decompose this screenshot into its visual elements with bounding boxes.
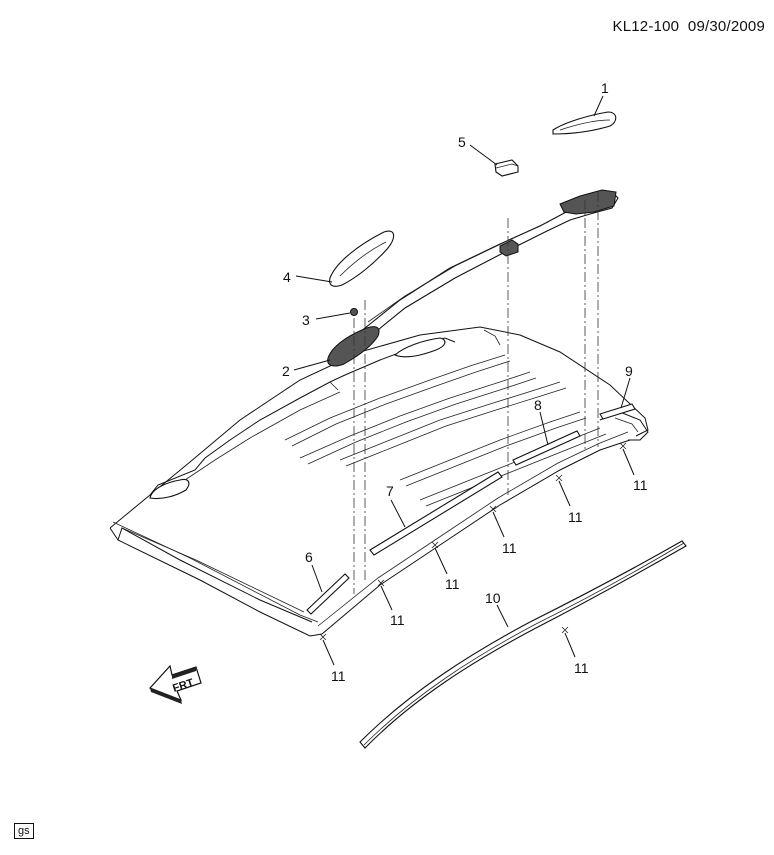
front-end-cover [329, 230, 395, 287]
callout-4: 4 [283, 269, 291, 285]
callout-10: 10 [485, 590, 501, 606]
callout-7: 7 [386, 483, 394, 499]
alignment-lines [353, 192, 599, 594]
fastener-points [319, 442, 627, 641]
roof-rail [327, 189, 619, 367]
callout-9: 9 [625, 363, 633, 379]
callout-11-c: 11 [445, 576, 460, 592]
callout-11-g: 11 [574, 660, 589, 676]
callout-6: 6 [305, 549, 313, 565]
callout-11-front: 11 [331, 668, 346, 684]
rear-short-molding [599, 403, 636, 420]
callout-labels: 1 5 4 3 2 6 7 8 9 10 11 11 11 11 11 11 1… [282, 80, 648, 684]
footer-tag: gs [14, 823, 34, 839]
front-short-molding [306, 573, 350, 615]
callout-2: 2 [282, 363, 290, 379]
callout-11-f: 11 [633, 477, 648, 493]
leader-lines [293, 95, 635, 666]
front-direction-arrow: FRT [148, 664, 202, 704]
diagram-reference: KL12-100 09/30/2009 [560, 18, 765, 35]
diagram-code: KL12-100 [612, 18, 680, 35]
rail-clip [494, 159, 519, 177]
rail-nut [350, 308, 358, 316]
callout-11-d: 11 [502, 540, 517, 556]
callout-11-e: 11 [568, 509, 583, 525]
diagram-date: 09/30/2009 [687, 18, 765, 35]
callout-1: 1 [601, 80, 609, 96]
roof-drip-molding [359, 540, 687, 749]
rear-middle-molding [512, 430, 581, 466]
callout-3: 3 [302, 312, 310, 328]
middle-long-molding [369, 471, 503, 556]
callout-11-b: 11 [390, 612, 405, 628]
roof-panel [109, 326, 649, 637]
callout-5: 5 [458, 134, 466, 150]
rear-end-cover [552, 111, 617, 135]
callout-8: 8 [534, 397, 542, 413]
